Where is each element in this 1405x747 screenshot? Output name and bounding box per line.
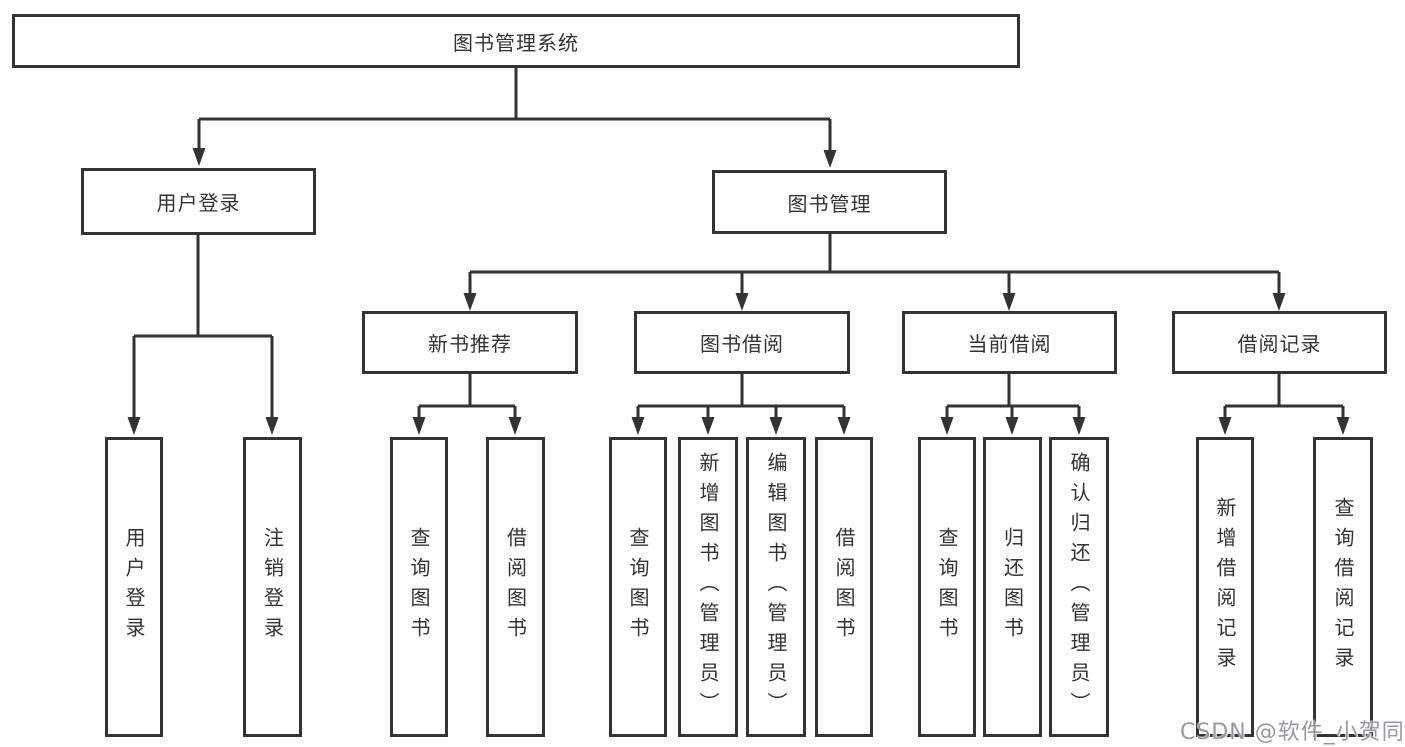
leaf-query-books-current-label: 查询图书 bbox=[935, 527, 959, 647]
node-borrow-records-label: 借阅记录 bbox=[1237, 332, 1322, 356]
leaf-edit-book-admin: 编辑图书（管理员） bbox=[746, 437, 806, 737]
node-book-borrow: 图书借阅 bbox=[634, 311, 850, 374]
leaf-borrow-books-recommend-label: 借阅图书 bbox=[503, 527, 528, 647]
node-user-login-label: 用户登录 bbox=[156, 191, 241, 215]
leaf-borrow-books-recommend: 借阅图书 bbox=[486, 437, 545, 737]
node-user-login: 用户登录 bbox=[81, 168, 316, 235]
leaf-query-borrow-record: 查询借阅记录 bbox=[1313, 437, 1373, 737]
leaf-borrow-books-label: 借阅图书 bbox=[832, 527, 856, 647]
leaf-query-borrow-record-label: 查询借阅记录 bbox=[1331, 497, 1355, 677]
leaf-add-book-admin-label: 新增图书（管理员） bbox=[696, 452, 720, 722]
leaf-logout-label: 注销登录 bbox=[260, 527, 285, 647]
csdn-watermark: CSDN @软件_小贺同学 bbox=[1180, 720, 1405, 745]
arrowheads bbox=[127, 148, 1350, 435]
leaf-borrow-books: 借阅图书 bbox=[815, 437, 873, 737]
node-new-book-recommend-label: 新书推荐 bbox=[428, 332, 512, 356]
leaf-query-books-borrow: 查询图书 bbox=[609, 437, 667, 737]
node-book-management-label: 图书管理 bbox=[787, 191, 872, 216]
leaf-edit-book-admin-label: 编辑图书（管理员） bbox=[764, 452, 788, 722]
node-current-borrow: 当前借阅 bbox=[902, 311, 1117, 374]
leaf-query-books-borrow-label: 查询图书 bbox=[626, 527, 650, 647]
node-current-borrow-label: 当前借阅 bbox=[967, 332, 1052, 356]
node-borrow-records: 借阅记录 bbox=[1172, 311, 1387, 374]
node-library-system: 图书管理系统 bbox=[12, 14, 1020, 68]
leaf-query-books-recommend: 查询图书 bbox=[390, 437, 448, 737]
leaf-add-borrow-record: 新增借阅记录 bbox=[1196, 437, 1254, 737]
leaf-return-book: 归还图书 bbox=[983, 437, 1042, 737]
node-library-system-label: 图书管理系统 bbox=[453, 30, 579, 55]
leaf-query-books-recommend-label: 查询图书 bbox=[407, 527, 431, 647]
leaf-query-books-current: 查询图书 bbox=[918, 437, 976, 737]
leaf-user-login-label: 用户登录 bbox=[122, 527, 146, 647]
connector-paths bbox=[132, 68, 1345, 419]
leaf-confirm-return-admin: 确认归还（管理员） bbox=[1049, 437, 1109, 737]
leaf-return-book-label: 归还图书 bbox=[1000, 527, 1025, 647]
node-book-management: 图书管理 bbox=[712, 170, 947, 234]
node-book-borrow-label: 图书借阅 bbox=[700, 332, 784, 356]
leaf-confirm-return-admin-label: 确认归还（管理员） bbox=[1067, 452, 1091, 722]
node-new-book-recommend: 新书推荐 bbox=[362, 311, 578, 374]
leaf-logout: 注销登录 bbox=[243, 437, 302, 737]
leaf-user-login: 用户登录 bbox=[105, 437, 163, 737]
leaf-add-borrow-record-label: 新增借阅记录 bbox=[1213, 497, 1237, 677]
leaf-add-book-admin: 新增图书（管理员） bbox=[678, 437, 738, 737]
